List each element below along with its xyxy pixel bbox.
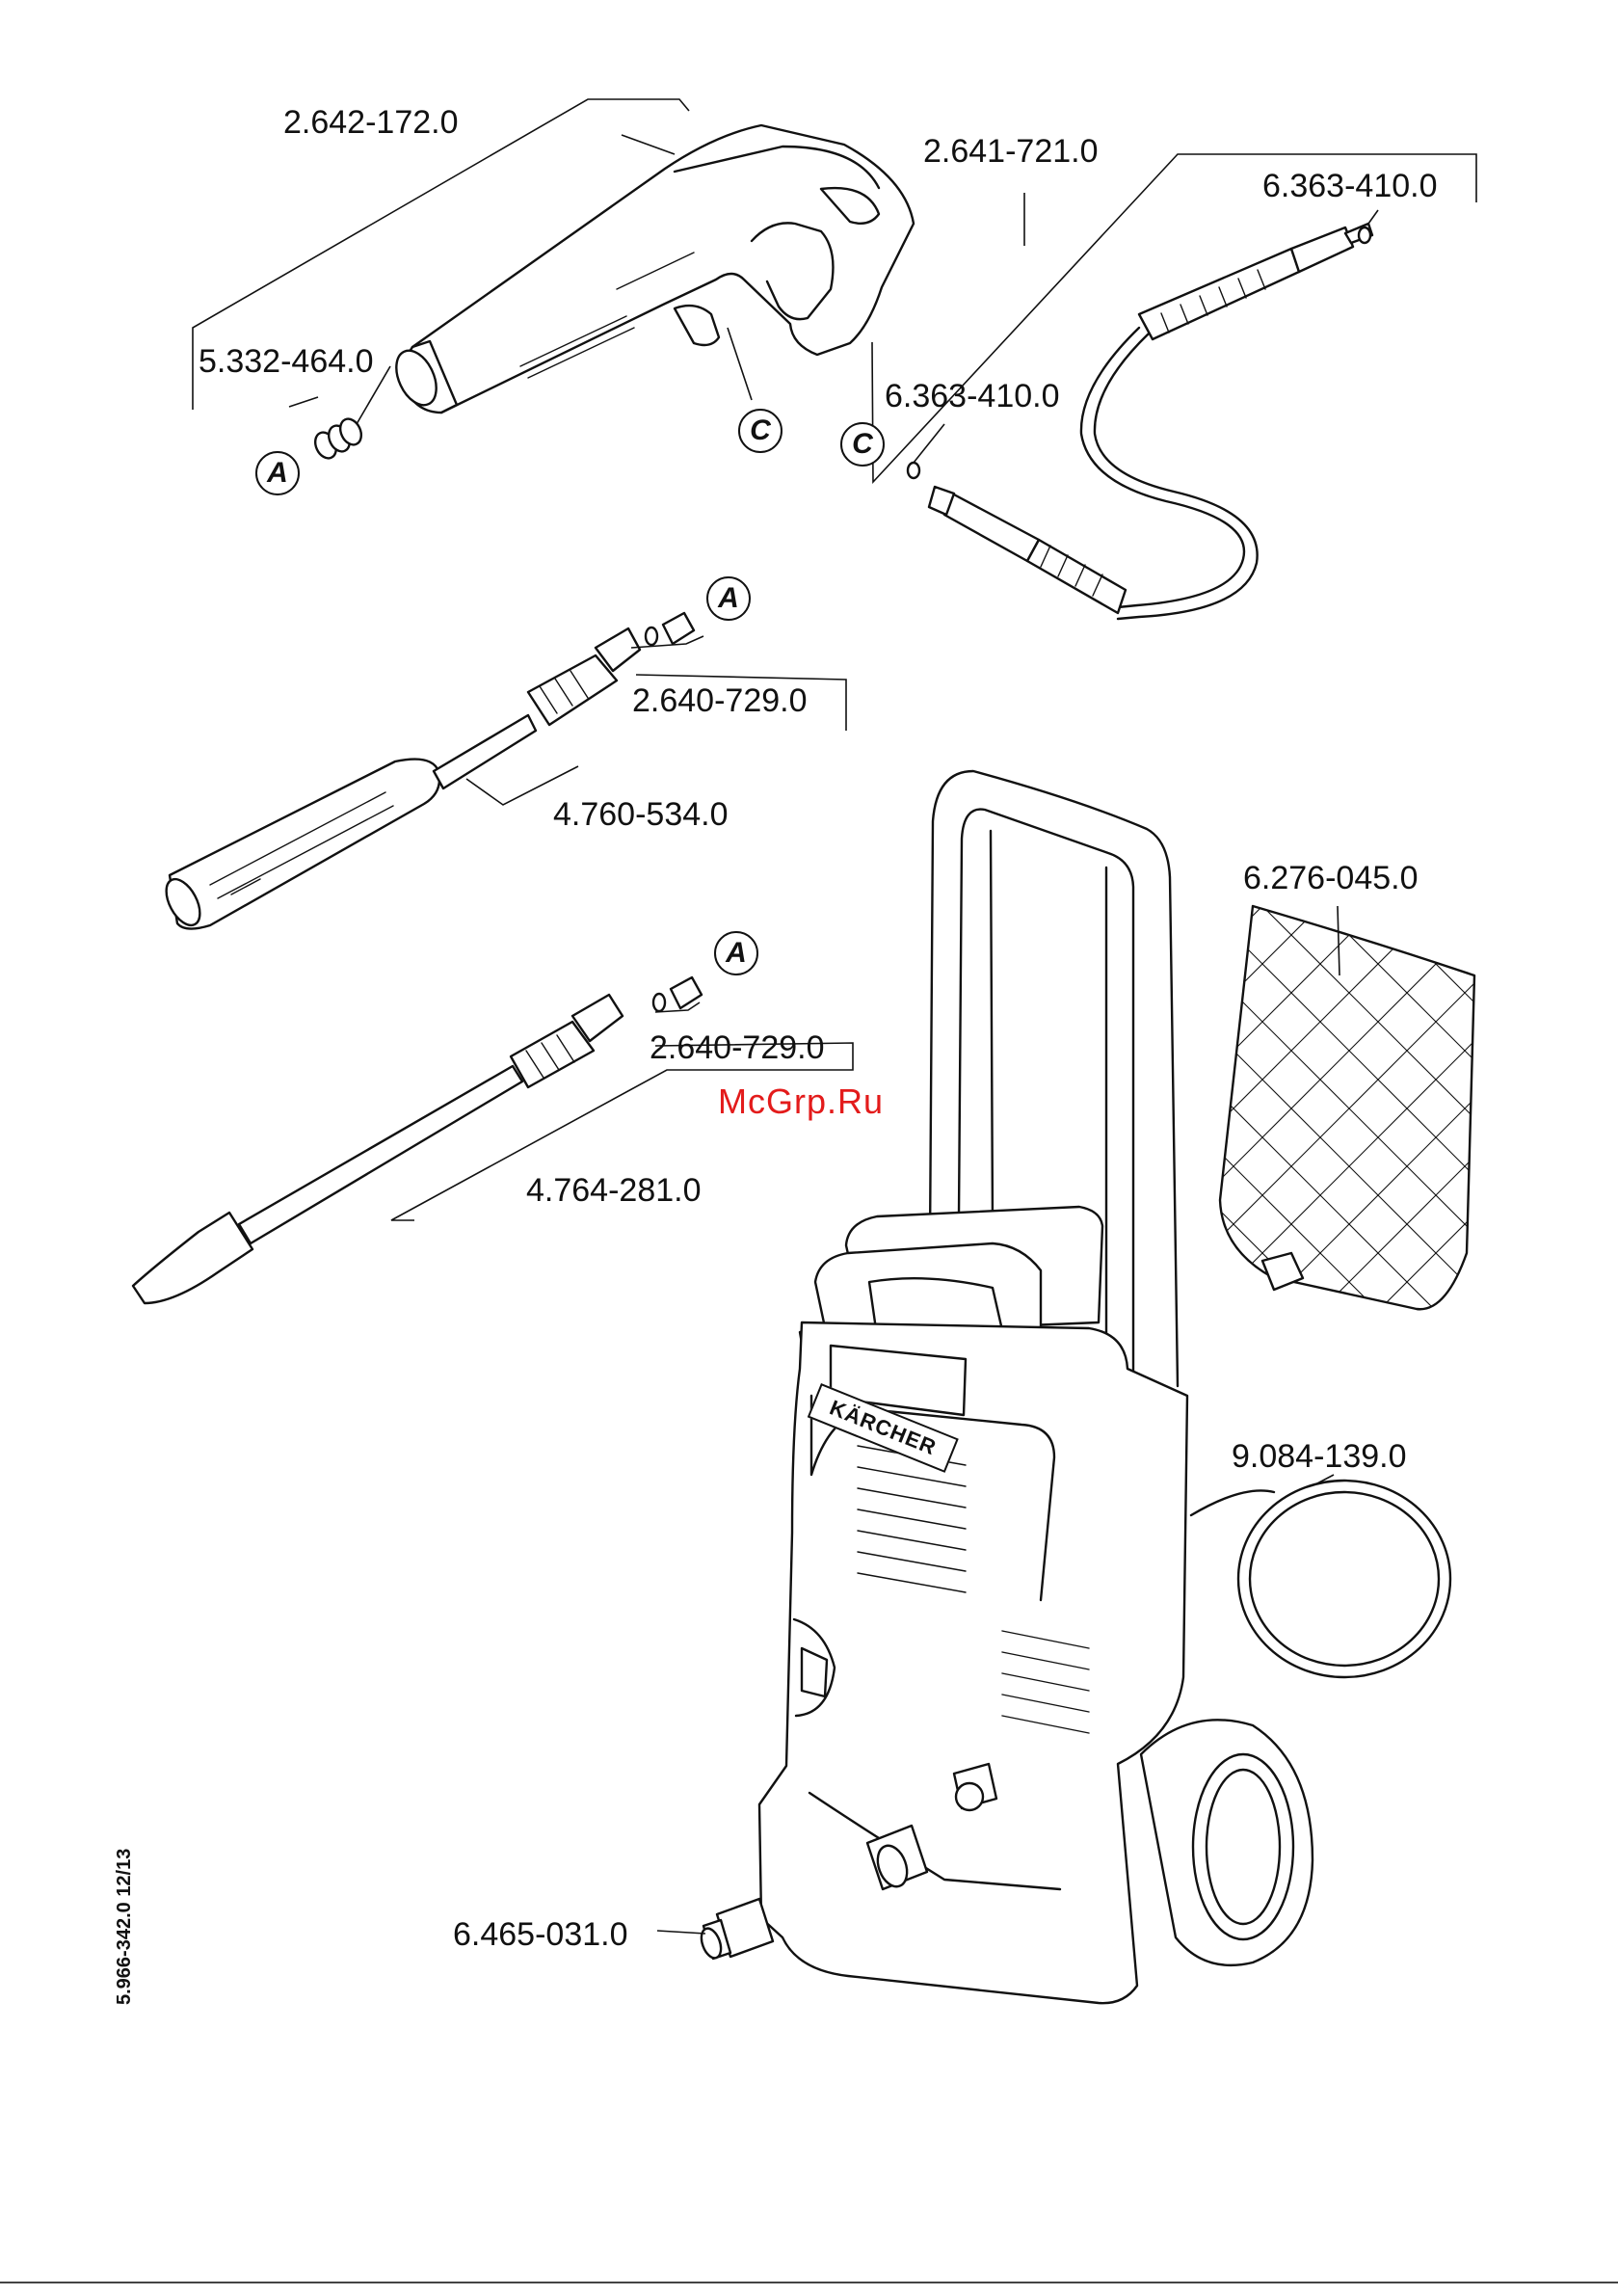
hose-kit-drawing xyxy=(929,224,1372,619)
part-label-mesh-cover: 6.276-045.0 xyxy=(1243,860,1419,897)
part-label-adapter-1: 2.640-729.0 xyxy=(632,682,808,720)
part-label-vario-lance: 4.760-534.0 xyxy=(553,796,729,834)
part-label-o-ring-hose: 6.363-410.0 xyxy=(885,378,1060,415)
dirt-blaster-drawing xyxy=(133,995,623,1303)
vario-lance-drawing xyxy=(159,628,640,931)
document-reference: 5.966-342.0 12/13 xyxy=(114,1849,136,2005)
footer-rule xyxy=(0,2282,1618,2283)
part-label-dirt-blaster: 4.764-281.0 xyxy=(526,1172,702,1210)
part-label-adapter-2: 2.640-729.0 xyxy=(650,1029,825,1067)
callout-a-gun: A xyxy=(255,451,300,495)
callout-a-vario: A xyxy=(706,576,751,621)
part-label-hose-connector: 6.465-031.0 xyxy=(453,1916,628,1954)
pressure-washer-drawing xyxy=(759,771,1313,2003)
callout-c-gun: C xyxy=(738,409,782,453)
part-label-cable: 9.084-139.0 xyxy=(1232,1438,1407,1476)
callout-a-blaster: A xyxy=(714,931,758,975)
cable-drawing xyxy=(1191,1481,1450,1677)
hose-connector-drawing xyxy=(698,1899,773,1961)
part-label-o-ring-top: 6.363-410.0 xyxy=(1262,168,1438,205)
part-label-hose-kit: 2.641-721.0 xyxy=(923,133,1099,171)
part-label-o-ring-set: 5.332-464.0 xyxy=(199,343,374,381)
o-ring-top-drawing xyxy=(1359,227,1370,243)
adapter-1-drawing xyxy=(646,613,694,645)
part-label-trigger-gun: 2.642-172.0 xyxy=(283,104,459,142)
watermark: McGrp.Ru xyxy=(718,1081,884,1122)
callout-c-hose: C xyxy=(840,422,885,467)
o-ring-hose-drawing xyxy=(908,463,919,478)
